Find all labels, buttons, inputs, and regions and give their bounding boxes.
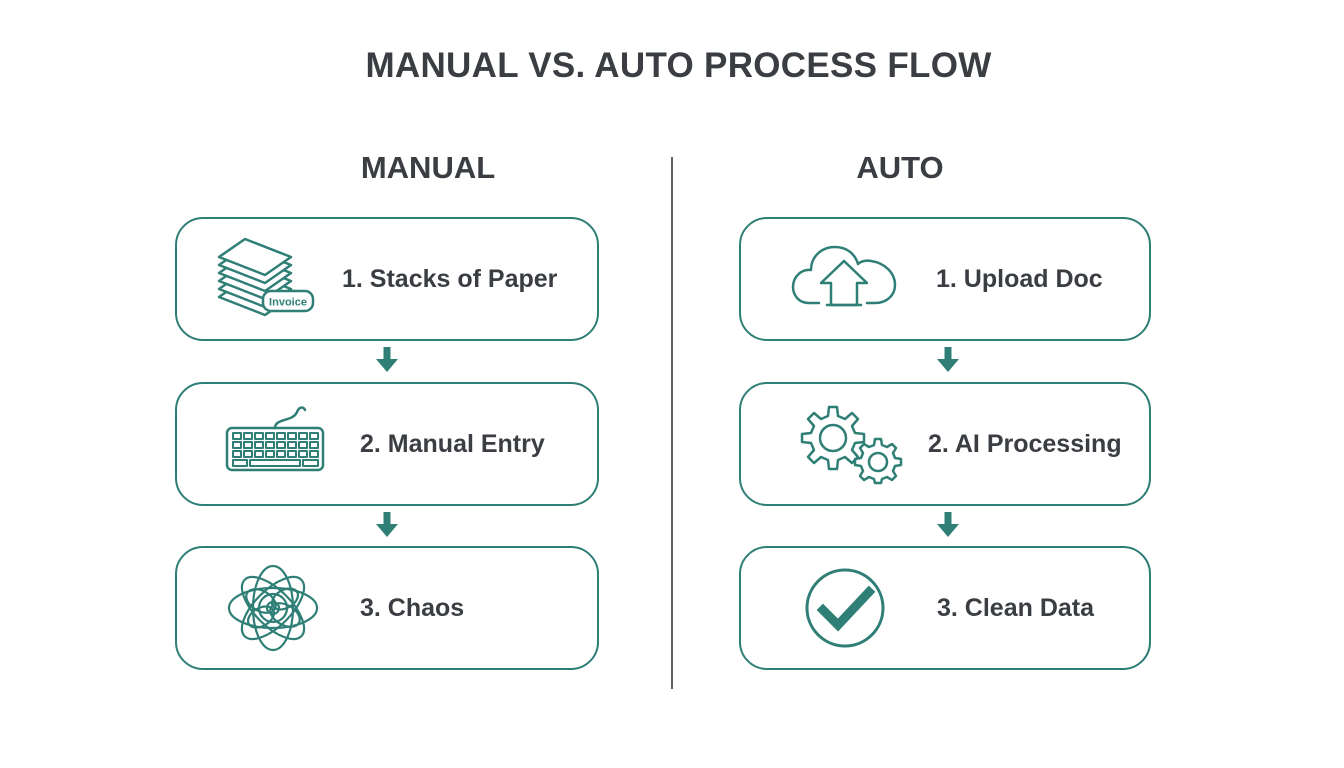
page-title: MANUAL VS. AUTO PROCESS FLOW (365, 46, 992, 85)
cloud-upload-icon (789, 219, 901, 339)
auto-step-1-label: 1. Upload Doc (936, 264, 1103, 293)
checkmark-circle-icon (803, 548, 887, 668)
arrow-down-icon (376, 347, 398, 372)
auto-step-3-card: 3. Clean Data (739, 546, 1151, 670)
manual-step-3-card: 3. Chaos (175, 546, 599, 670)
auto-step-2-card: 2. AI Processing (739, 382, 1151, 506)
auto-step-2-label: 2. AI Processing (928, 429, 1122, 458)
paper-stack-icon: Invoice (213, 219, 319, 339)
arrow-down-icon (376, 512, 398, 537)
manual-step-2-card: 2. Manual Entry (175, 382, 599, 506)
auto-step-3-label: 3. Clean Data (937, 593, 1095, 622)
manual-heading: MANUAL (360, 150, 496, 185)
auto-heading: AUTO (856, 150, 944, 185)
invoice-tag: Invoice (269, 297, 307, 309)
gears-icon (785, 384, 905, 504)
arrow-down-icon (937, 347, 959, 372)
manual-step-1-card: Invoice 1. Stacks of Paper (175, 217, 599, 341)
arrow-down-icon (937, 512, 959, 537)
column-divider (671, 157, 673, 689)
tangled-loops-icon (225, 548, 321, 668)
keyboard-icon (213, 384, 333, 504)
manual-step-1-label: 1. Stacks of Paper (342, 264, 558, 293)
auto-step-1-card: 1. Upload Doc (739, 217, 1151, 341)
manual-step-2-label: 2. Manual Entry (360, 429, 545, 458)
manual-step-3-label: 3. Chaos (360, 593, 465, 622)
